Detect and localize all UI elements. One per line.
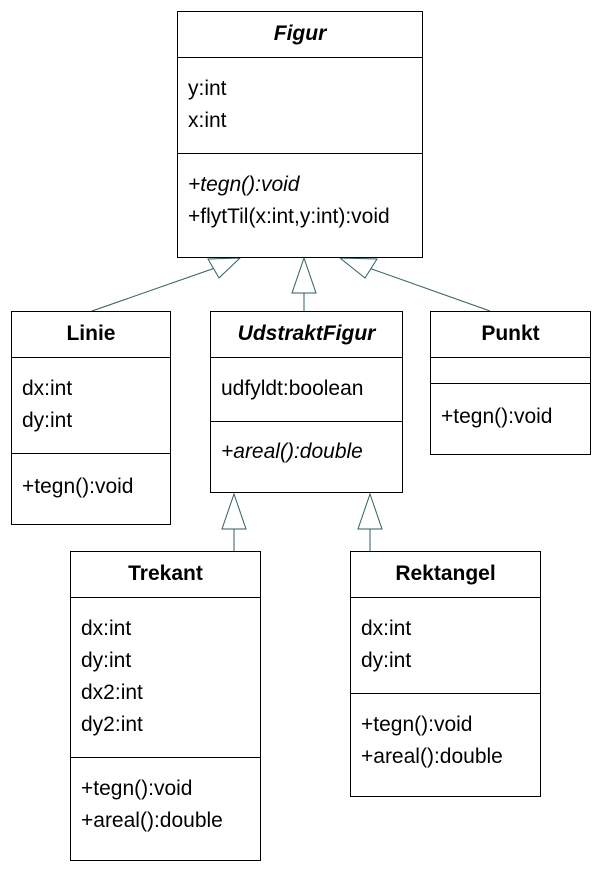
attribute: dx:int — [81, 617, 132, 640]
class-name: Figur — [178, 12, 422, 58]
linie-connector — [91, 267, 216, 312]
method: +tegn():void — [441, 405, 553, 428]
attribute: x:int — [188, 109, 227, 132]
method: +flytTil(x:int,y:int):void — [188, 205, 390, 228]
attribute: dx:int — [22, 377, 73, 400]
class-name: Trekant — [71, 552, 260, 598]
method: +areal():double — [81, 809, 223, 832]
attributes-section: dx:int dy:int dx2:int dy2:int — [71, 598, 260, 758]
attributes-section: dx:int dy:int — [12, 358, 170, 454]
method: +areal():double — [221, 440, 363, 463]
class-name: Punkt — [431, 312, 590, 358]
class-name: UdstraktFigur — [211, 312, 402, 358]
method: +tegn():void — [188, 173, 300, 196]
udstrakt-generalization-arrow — [291, 256, 317, 294]
class-udstraktfigur: UdstraktFigur udfyldt:boolean +areal():d… — [210, 311, 403, 493]
methods-section: +areal():double — [211, 422, 402, 468]
method: +areal():double — [361, 745, 503, 768]
method: +tegn():void — [22, 475, 134, 498]
methods-section: +tegn():void — [431, 384, 590, 433]
class-punkt: Punkt +tegn():void — [430, 311, 591, 455]
attributes-section: dx:int dy:int — [351, 598, 540, 694]
class-name: Linie — [12, 312, 170, 358]
attributes-section: y:int x:int — [178, 58, 422, 154]
methods-section: +tegn():void +areal():double — [351, 694, 540, 773]
class-name: Rektangel — [351, 552, 540, 598]
method: +tegn():void — [81, 777, 193, 800]
methods-section: +tegn():void +flytTil(x:int,y:int):void — [178, 154, 422, 233]
attributes-section — [431, 358, 590, 384]
trekant-generalization-arrow — [221, 492, 247, 530]
attribute: dy:int — [81, 649, 132, 672]
attribute: y:int — [188, 77, 227, 100]
attribute: udfyldt:boolean — [221, 377, 364, 400]
attribute: dx2:int — [81, 681, 143, 704]
attribute: dx:int — [361, 617, 412, 640]
class-rektangel: Rektangel dx:int dy:int +tegn():void +ar… — [350, 551, 541, 797]
punkt-generalization-arrow — [338, 257, 378, 279]
method: +tegn():void — [361, 713, 473, 736]
methods-section: +tegn():void +areal():double — [71, 758, 260, 837]
attributes-section: udfyldt:boolean — [211, 358, 402, 422]
class-linie: Linie dx:int dy:int +tegn():void — [11, 311, 171, 525]
attribute: dy2:int — [81, 713, 143, 736]
attribute: dy:int — [361, 649, 412, 672]
linie-generalization-arrow — [207, 257, 242, 279]
rektangel-generalization-arrow — [357, 492, 383, 530]
methods-section: +tegn():void — [12, 454, 170, 503]
punkt-connector — [368, 267, 491, 312]
class-figur: Figur y:int x:int +tegn():void +flytTil(… — [177, 11, 423, 258]
attribute: dy:int — [22, 409, 73, 432]
class-trekant: Trekant dx:int dy:int dx2:int dy2:int +t… — [70, 551, 261, 861]
